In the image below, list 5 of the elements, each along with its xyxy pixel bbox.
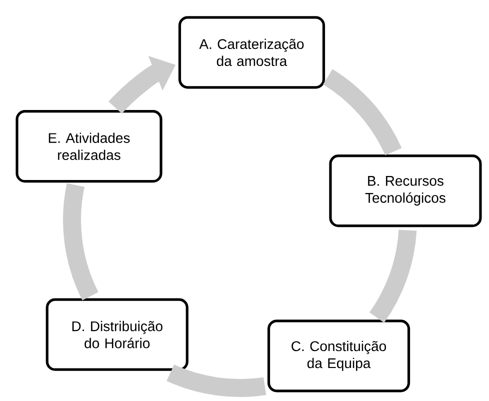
process-box: C. Constituição da Equipa xyxy=(267,320,410,392)
process-box: B. Recursos Tecnológicos xyxy=(329,154,482,228)
process-box: A. Caraterização da amostra xyxy=(178,16,326,89)
process-box: D. Distribuição do Horário xyxy=(46,298,188,371)
process-box: E. Atividades realizadas xyxy=(16,110,162,183)
